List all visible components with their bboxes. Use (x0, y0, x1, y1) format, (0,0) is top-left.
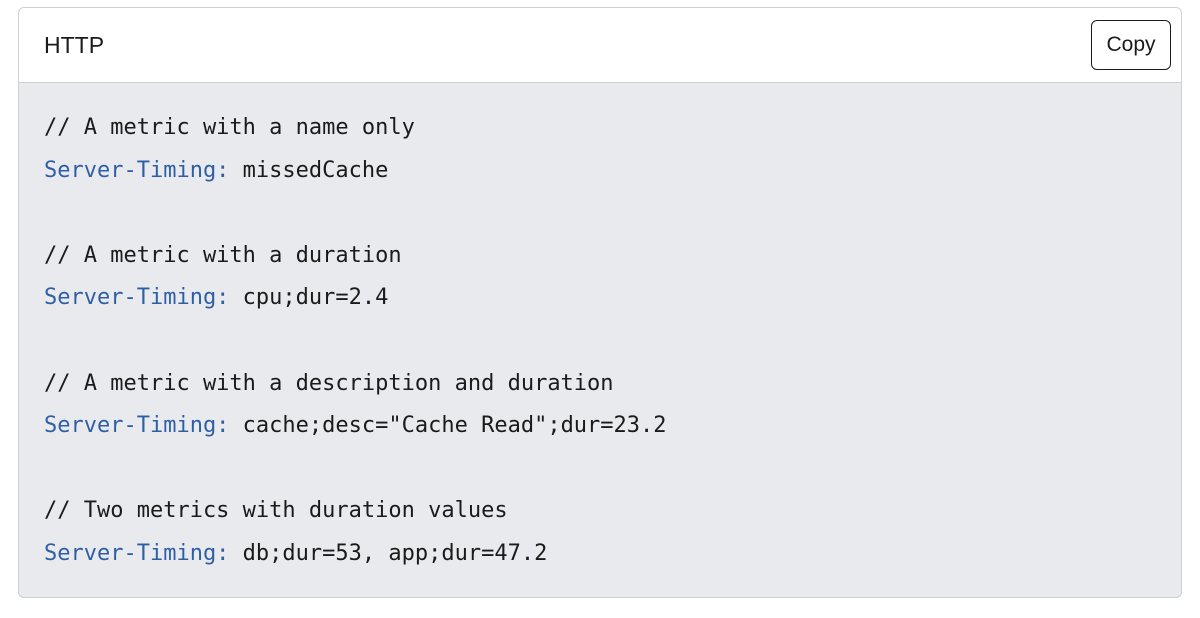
code-comment: // A metric with a name only (44, 115, 415, 140)
http-header-name: Server-Timing: (44, 285, 230, 311)
code-line: Server-Timing: cpu;dur=2.4 (44, 277, 1181, 320)
code-body: // A metric with a name only Server-Timi… (19, 83, 1181, 576)
code-line: // A metric with a name only (44, 107, 1181, 150)
http-header-value: cache;desc="Cache Read";dur=23.2 (229, 413, 667, 439)
code-line: // A metric with a duration (44, 235, 1181, 278)
code-comment: // A metric with a duration (44, 242, 402, 268)
http-header-name: Server-Timing: (44, 157, 230, 183)
http-header-value: db;dur=53, app;dur=47.2 (229, 540, 548, 566)
code-line: // Two metrics with duration values (44, 490, 1181, 533)
code-line: Server-Timing: db;dur=53, app;dur=47.2 (44, 533, 1181, 576)
code-comment: // A metric with a description and durat… (44, 370, 614, 396)
code-comment: // Two metrics with duration values (44, 498, 508, 524)
code-line: Server-Timing: cache;desc="Cache Read";d… (44, 405, 1181, 448)
http-header-value: cpu;dur=2.4 (229, 285, 389, 311)
code-example: HTTP Copy // A metric with a name only S… (18, 7, 1182, 598)
code-line (44, 320, 1181, 363)
http-header-name: Server-Timing: (44, 413, 230, 439)
code-line: // A metric with a description and durat… (44, 363, 1181, 406)
code-line (44, 448, 1181, 491)
code-line: Server-Timing: missedCache (44, 150, 1181, 193)
http-header-name: Server-Timing: (44, 540, 230, 566)
http-header-value: missedCache (229, 157, 389, 183)
copy-button[interactable]: Copy (1091, 20, 1171, 70)
language-label: HTTP (44, 32, 105, 58)
code-line (44, 192, 1181, 235)
code-header: HTTP Copy (19, 8, 1181, 83)
